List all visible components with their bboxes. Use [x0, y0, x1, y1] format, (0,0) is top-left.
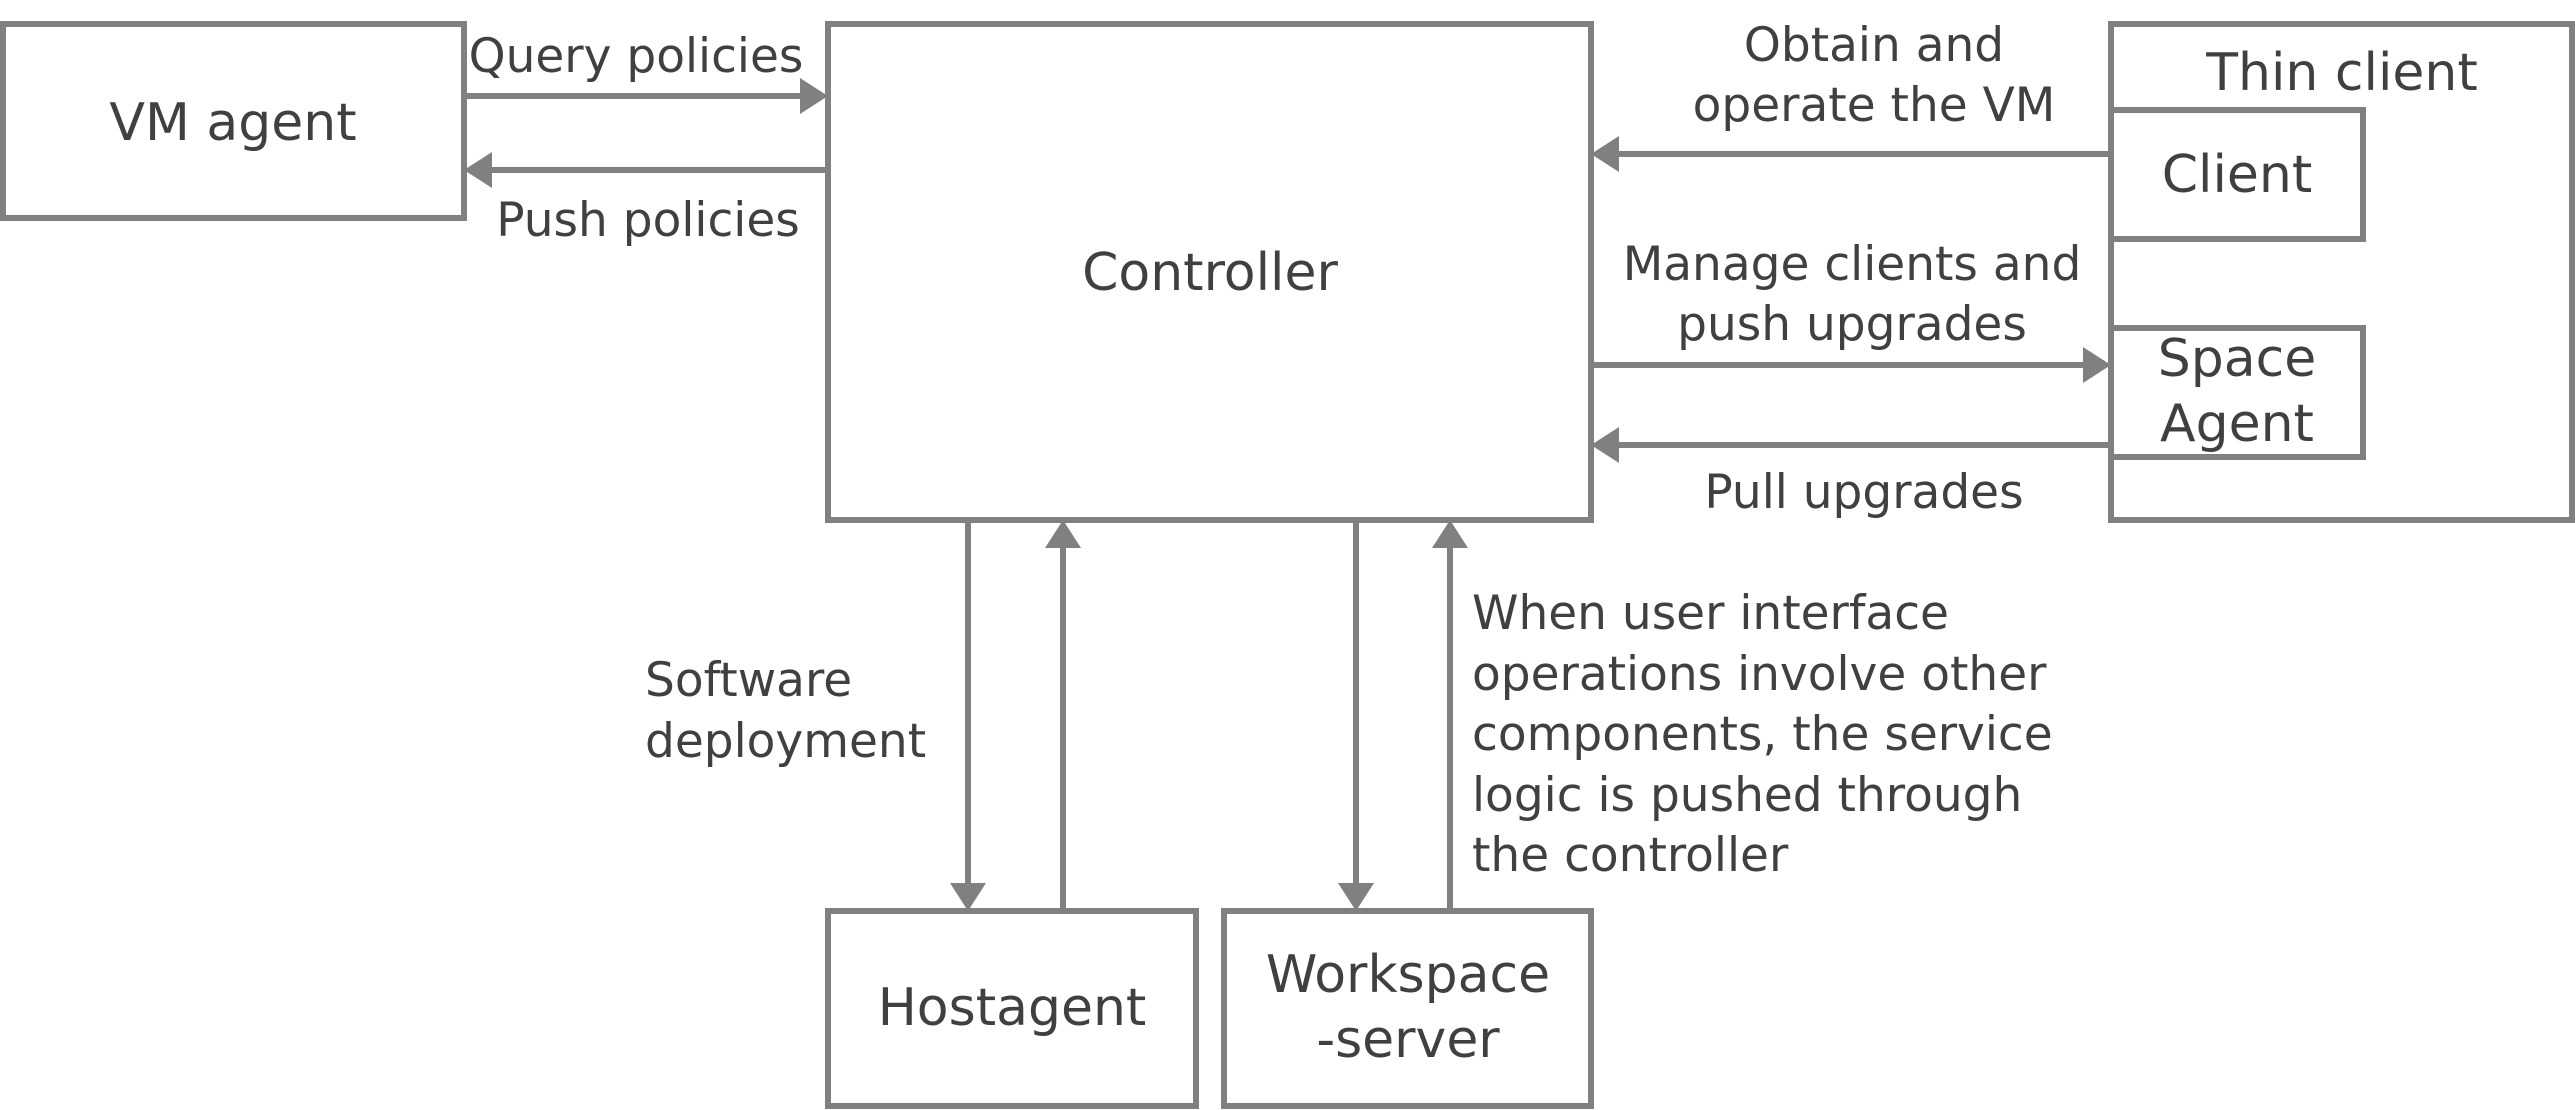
obtain-operate-vm-label-line2: operate the VM [1693, 78, 2056, 133]
query-policies-arrow [464, 78, 828, 114]
service-logic-note: When user interface operations involve o… [1472, 586, 2053, 883]
pull-upgrades-arrow [1591, 427, 2111, 463]
client-label: Client [2162, 145, 2313, 205]
controller-box [825, 21, 1594, 523]
hostagent-box [825, 908, 1199, 1109]
manage-clients-label-line1: Manage clients and [1623, 237, 2082, 292]
controller-label: Controller [1082, 243, 1338, 303]
controller-to-workspace-arrow [1338, 520, 1374, 911]
pull-upgrades-label: Pull upgrades [1704, 465, 2023, 520]
service-logic-note-line3: components, the service [1472, 707, 2053, 762]
workspace-server-label-line2: -server [1316, 1010, 1500, 1070]
service-logic-note-line4: logic is pushed through [1472, 768, 2022, 823]
hostagent-to-controller-arrow [1045, 520, 1081, 911]
manage-clients-label-line2: push upgrades [1677, 297, 2027, 352]
vm-agent-box [0, 21, 467, 221]
service-logic-note-line2: operations involve other [1472, 647, 2047, 702]
query-policies-label: Query policies [469, 29, 804, 84]
obtain-operate-vm-label-line1: Obtain and [1744, 18, 2004, 73]
software-deployment-label-line2: deployment [645, 714, 926, 769]
thin-client-label: Thin client [2205, 43, 2477, 103]
workspace-server-label-line1: Workspace [1266, 945, 1550, 1005]
manage-clients-arrow [1591, 347, 2111, 383]
client-box [2108, 107, 2366, 242]
vm-agent-label: VM agent [109, 93, 356, 153]
workspace-to-controller-arrow [1432, 520, 1468, 911]
hostagent-label: Hostagent [878, 978, 1147, 1038]
obtain-operate-vm-arrow [1591, 136, 2111, 172]
space-agent-label-line1: Space [2158, 329, 2316, 389]
workspace-server-box [1221, 908, 1594, 1109]
software-deployment-label-line1: Software [645, 653, 852, 708]
controller-to-hostagent-arrow [950, 520, 986, 911]
push-policies-label: Push policies [496, 193, 800, 248]
service-logic-note-line5: the controller [1472, 828, 1789, 883]
service-logic-note-line1: When user interface [1472, 586, 1949, 641]
space-agent-label-line2: Agent [2160, 394, 2314, 454]
space-agent-box [2108, 325, 2366, 460]
push-policies-arrow [464, 152, 828, 188]
